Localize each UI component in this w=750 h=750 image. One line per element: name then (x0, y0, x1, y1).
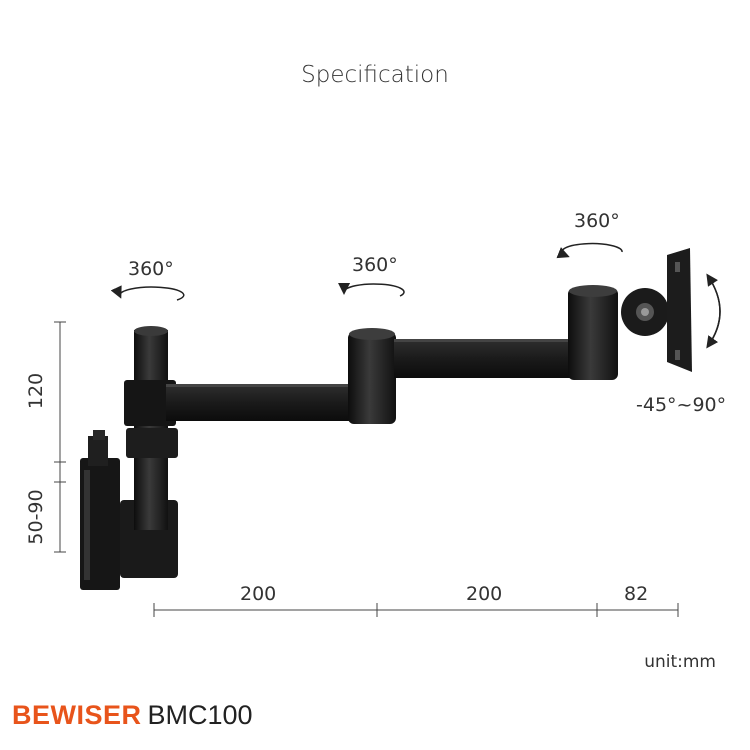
rotate-arrow-head (556, 242, 623, 259)
unit-label: unit:mm (644, 652, 716, 672)
vertical-dimension (54, 321, 66, 553)
page-title: Specification (301, 62, 449, 88)
arm-segment-1 (166, 384, 366, 421)
desk-clamp (80, 430, 178, 590)
dimension-label-lower: 50-90 (25, 489, 47, 545)
arm-segment-2 (394, 339, 574, 378)
rotation-label-middle: 360° (352, 254, 398, 276)
brand-model: BMC100 (147, 700, 253, 730)
head-joint (568, 285, 618, 380)
rotation-label-head: 360° (574, 210, 620, 232)
dimension-label-head: 82 (624, 583, 649, 605)
tilt-head (621, 248, 692, 372)
brand-name: BEWISER (12, 700, 142, 730)
dimension-label-upper: 120 (25, 372, 47, 410)
rotation-label-base: 360° (128, 258, 174, 280)
middle-joint (348, 328, 396, 424)
rotate-arrow-middle (338, 282, 405, 297)
tilt-arrow (706, 273, 721, 349)
rotate-arrow-base (110, 285, 185, 301)
dimension-label-arm2: 200 (466, 583, 503, 605)
dimension-label-arm1: 200 (240, 583, 277, 605)
tilt-label: -45°~90° (636, 394, 727, 416)
vertical-pole (124, 326, 178, 530)
horizontal-dimension (153, 603, 679, 617)
